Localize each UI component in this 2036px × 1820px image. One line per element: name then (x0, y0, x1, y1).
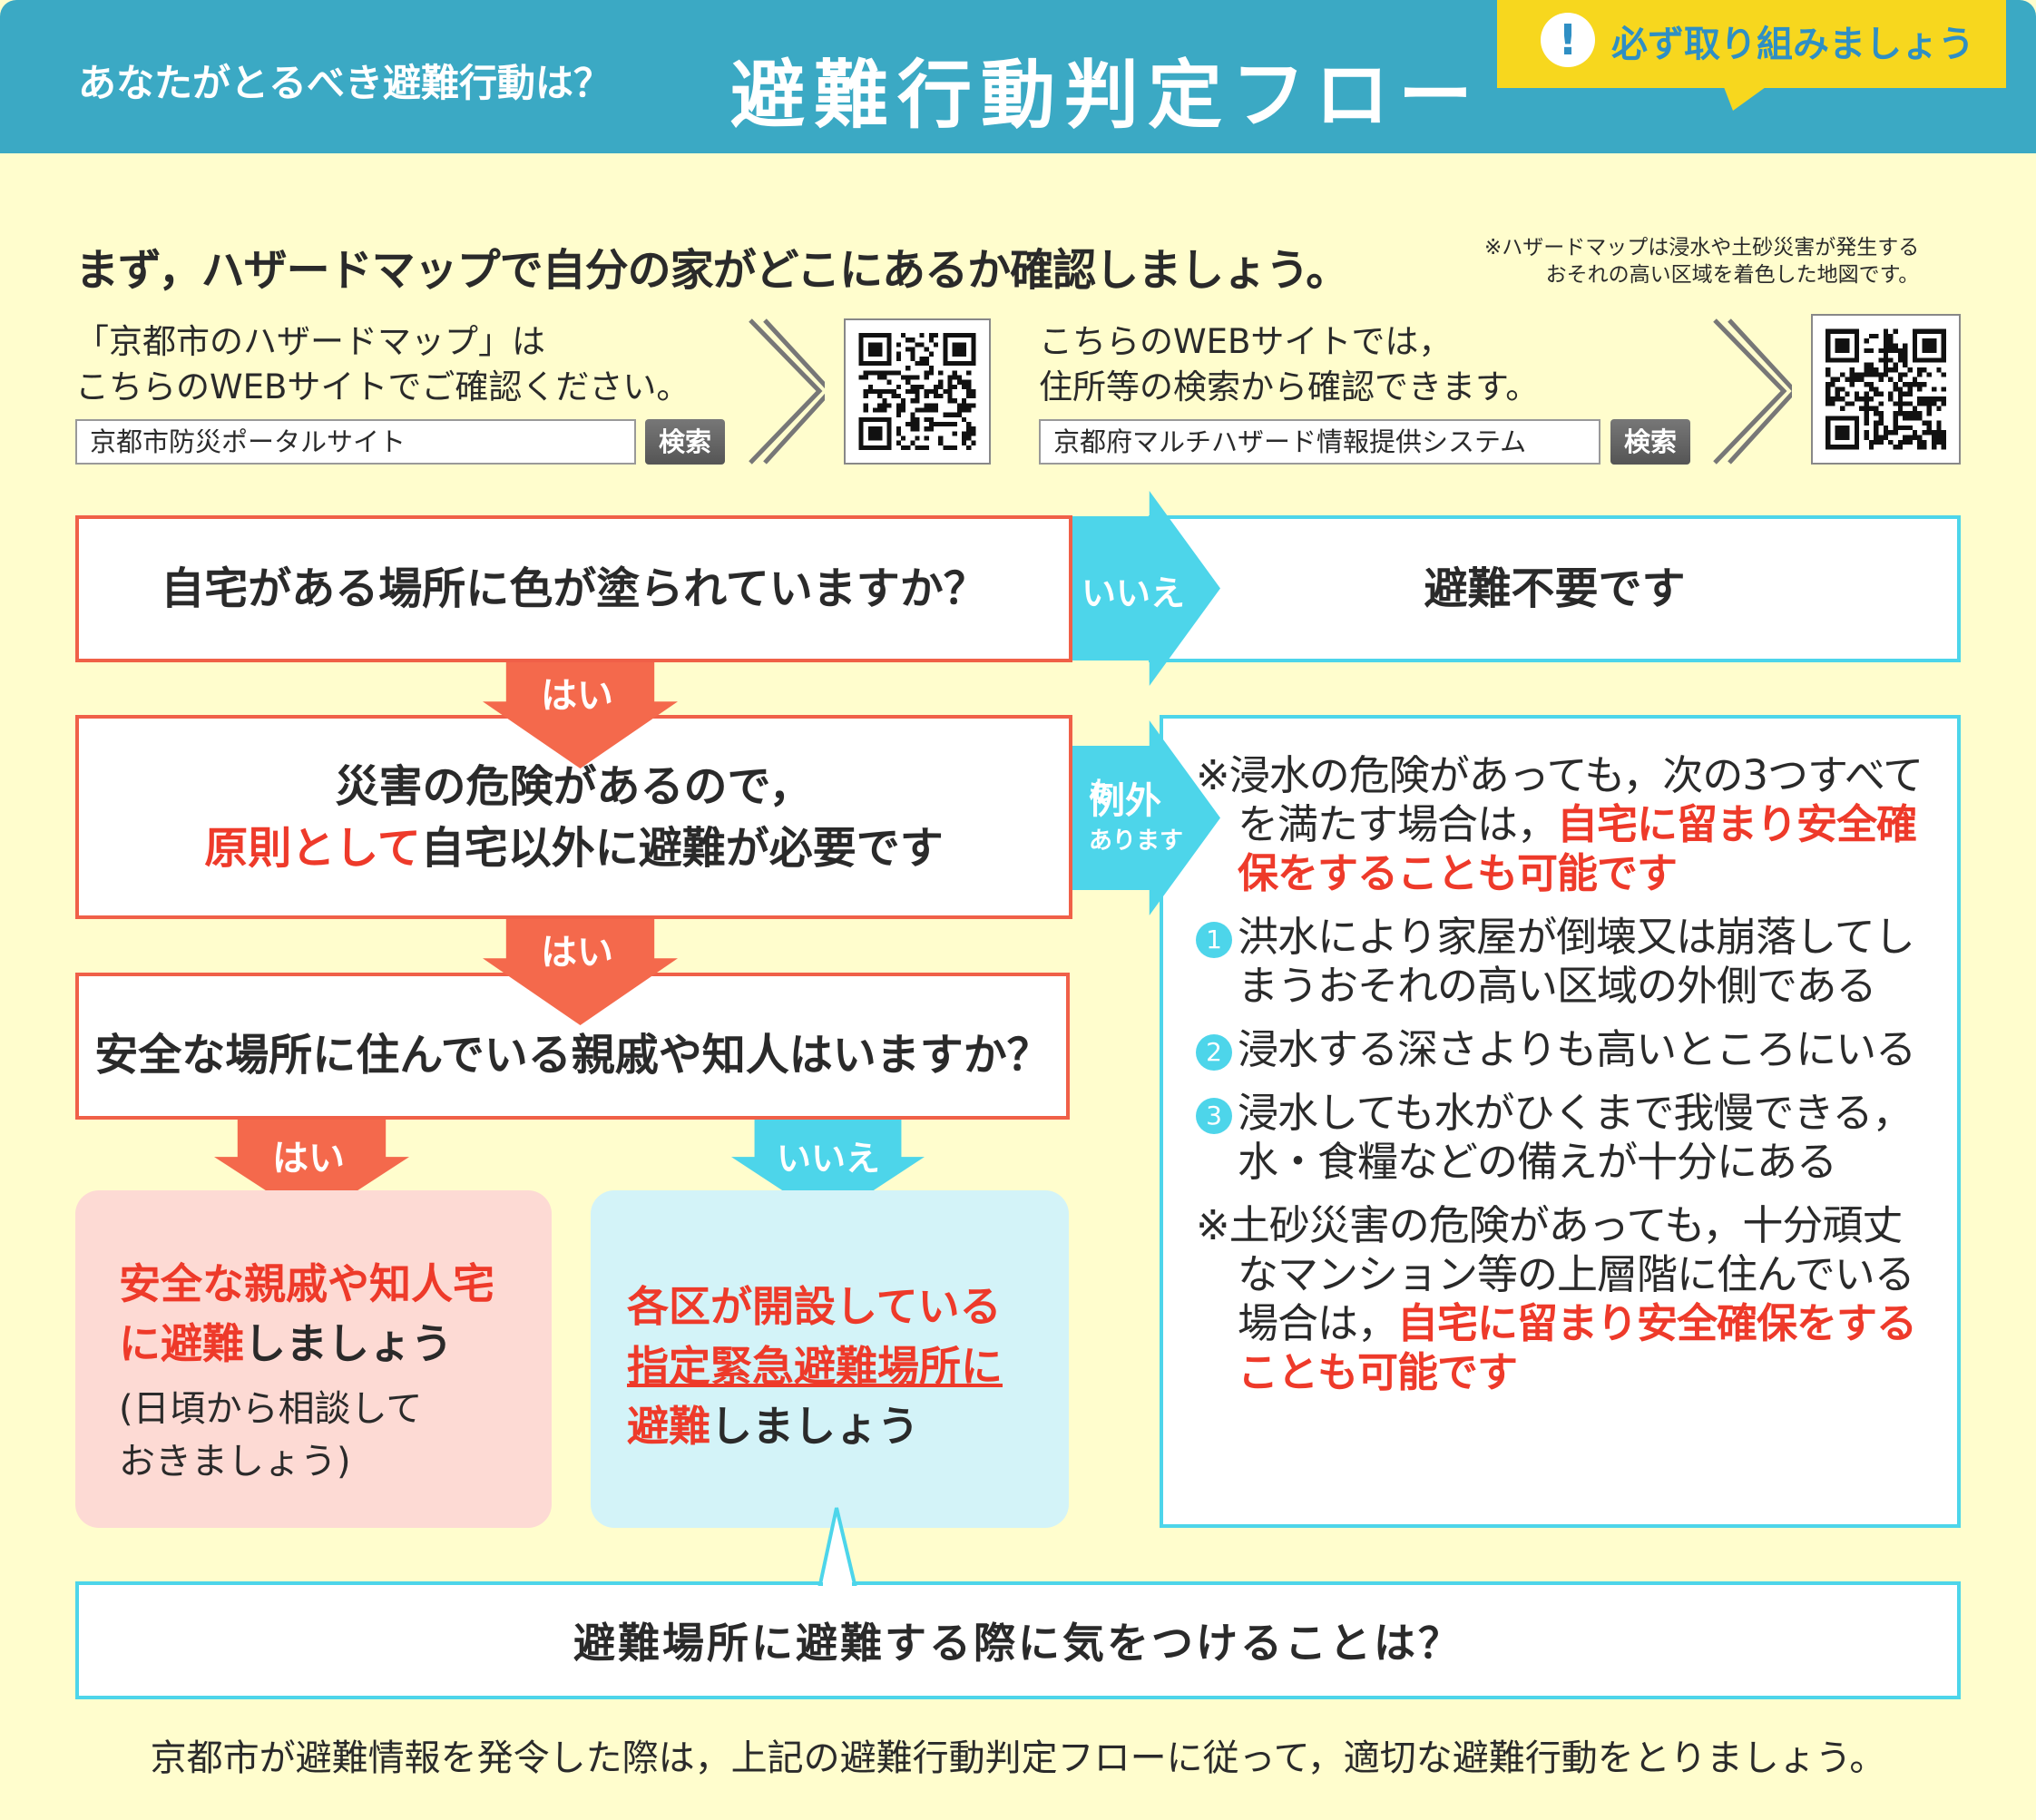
badge-tail (1724, 87, 1766, 111)
no-arrow-right: いいえ (1072, 491, 1220, 686)
hazard-map-note: ※ハザードマップは浸水や土砂災害が発生する おそれの高い区域を着色した地図です。 (1484, 236, 1920, 287)
shelter-evacuation-box: 各区が開設している 指定緊急避難場所に 避難しましょう (591, 1190, 1069, 1528)
chevron-right-icon (749, 318, 825, 465)
step2-rest: 自宅以外に避難が必要です (420, 822, 944, 874)
search-button-kyoto-city[interactable]: 検索 (645, 419, 725, 465)
yes-label: はい (272, 1138, 345, 1179)
search-button-kyoto-prefecture[interactable]: 検索 (1610, 419, 1690, 465)
number-1-icon: 1 (1196, 922, 1232, 958)
question-1-text: 自宅がある場所に色が塗られていますか？ (161, 563, 987, 614)
step2-line1: 災害の危険があるので， (335, 760, 813, 812)
yes-arrow-down: はい (214, 1120, 409, 1220)
qr-code-kyoto-city[interactable] (844, 318, 991, 465)
chevron-right-icon (1713, 318, 1792, 465)
yes-arrow-down: はい (483, 662, 678, 768)
exception-label-sub: あります (1089, 827, 1184, 855)
page-title: 避難行動判定フロー (730, 53, 1483, 139)
exception-flood: ※浸水の危険があっても，次の3つすべてを満たす場合は，自宅に留まり安全確保をする… (1196, 751, 1923, 897)
no-label: いいえ (1082, 573, 1186, 613)
kyoto-prefecture-guide-text: こちらのWEBサイトでは， 住所等の検索から確認できます。 (1039, 322, 1540, 406)
intro-headline: まず，ハザードマップで自分の家がどこにあるか確認しましょう。 (75, 245, 1349, 296)
step2-emphasis: 原則として (204, 822, 421, 874)
yes-label: はい (541, 675, 613, 717)
footer-note: 京都市が避難情報を発令した際は，上記の避難行動判定フローに従って，適切な避難行動… (150, 1737, 1886, 1779)
number-3-icon: 3 (1196, 1098, 1232, 1134)
exception-arrow-right: 例外も あります (1072, 720, 1220, 915)
relative-evacuation-note: (日頃から相談して おきましょう) (119, 1388, 423, 1482)
yes-label: はい (541, 932, 613, 974)
question-3-box: 安全な場所に住んでいる親戚や知人はいますか？ (75, 973, 1070, 1120)
no-label: いいえ (777, 1139, 881, 1179)
no-evacuation-needed-box: 避難不要です (1149, 515, 1961, 662)
shelter-caution-question: 避難場所に避難する際に気をつけることは？ (573, 1619, 1463, 1668)
number-2-icon: 2 (1196, 1034, 1232, 1071)
kyoto-city-guide-text: 「京都市のハザードマップ」は こちらのWEBサイトでご確認ください。 (75, 322, 690, 406)
exception-box: ※浸水の危険があっても，次の3つすべてを満たす場合は，自宅に留まり安全確保をする… (1160, 715, 1961, 1528)
qr-code-kyoto-prefecture[interactable] (1811, 314, 1961, 465)
exclamation-icon: ! (1541, 13, 1595, 67)
shelter-caution-question-box[interactable]: 避難場所に避難する際に気をつけることは？ (75, 1581, 1961, 1699)
exception-landslide: ※土砂災害の危険があっても，十分頑丈なマンション等の上層階に住んでいる場合は，自… (1196, 1201, 1917, 1396)
header-subtitle: あなたがとるべき避難行動は？ (78, 61, 612, 105)
no-evacuation-needed-text: 避難不要です (1424, 563, 1686, 614)
question-1-box: 自宅がある場所に色が塗られていますか？ (75, 515, 1072, 662)
search-input-kyoto-prefecture[interactable]: 京都府マルチハザード情報提供システム (1039, 419, 1600, 465)
relative-evacuation-box: 安全な親戚や知人宅 に避難しましょう (日頃から相談して おきましょう) (75, 1190, 552, 1528)
yes-arrow-down: はい (483, 919, 678, 1025)
badge-text: 必ず取り組みましょう (1611, 24, 1974, 65)
search-input-kyoto-city[interactable]: 京都市防災ポータルサイト (75, 419, 636, 465)
speech-tail (817, 1507, 857, 1586)
question-3-text: 安全な場所に住んでいる親戚や知人はいますか？ (94, 1030, 1051, 1081)
no-arrow-down: いいえ (731, 1120, 925, 1220)
